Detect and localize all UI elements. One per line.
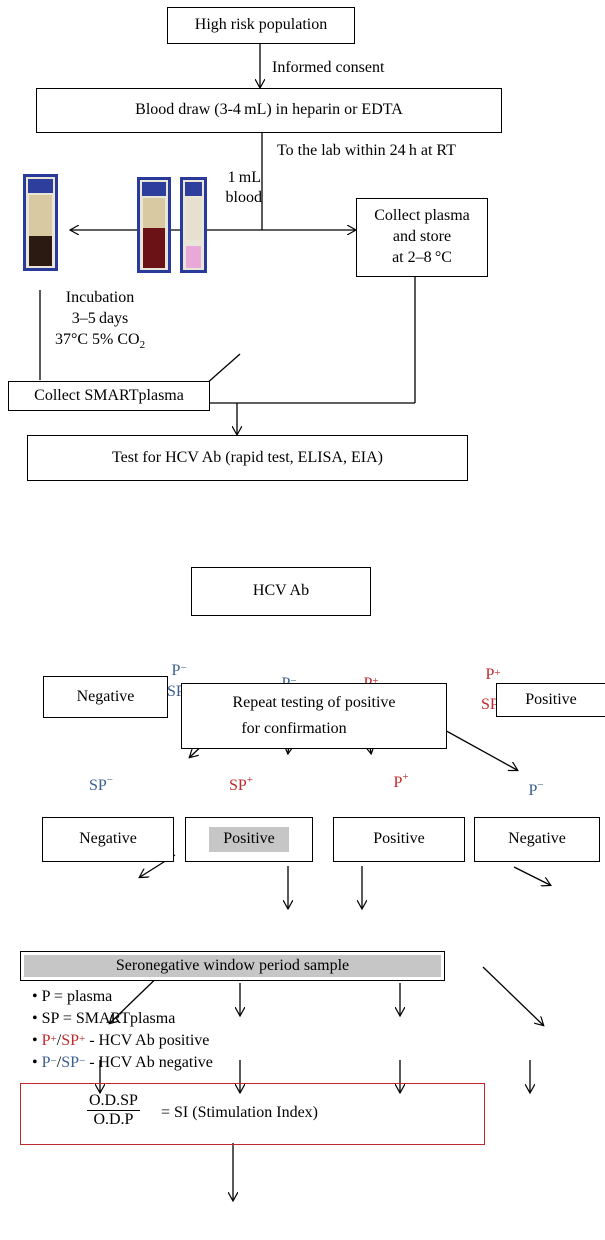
formula-box: O.D.SP O.D.P = SI (Stimulation Index) [20, 1083, 485, 1145]
high-risk-label: High risk population [194, 16, 328, 34]
formula-result: = SI (Stimulation Index) [161, 1104, 319, 1121]
negative-box-3: Negative [474, 817, 600, 862]
legend-list: • P = plasma • SP = SMARTplasma • P+/SP+… [32, 986, 213, 1074]
informed-consent-label: Informed consent [272, 59, 385, 76]
negative-box-1: Negative [43, 676, 168, 718]
blood-label: blood [225, 189, 262, 206]
incubated-tube-image [23, 174, 58, 271]
collect-plasma-line1: Collect plasma [374, 207, 470, 225]
formula-numerator: O.D.SP [87, 1092, 140, 1111]
hcv-ab-label: HCV Ab [252, 582, 310, 600]
repeat-line1: Repeat testing of positive [232, 694, 396, 711]
positive-box-2: Positive [185, 817, 313, 862]
plasma-tube-image [180, 177, 207, 273]
negative-box-2: Negative [42, 817, 174, 862]
confirm-p-minus: P− [528, 779, 544, 799]
collect-smartplasma-box: Collect SMARTplasma [8, 381, 210, 411]
confirm-sp-minus: SP− [88, 774, 113, 794]
to-lab-label: To the lab within 24 h at RT [277, 142, 456, 159]
blood-tube-image [137, 177, 171, 273]
legend-negative: • P−/SP− - HCV Ab negative [32, 1054, 213, 1071]
confirm-p-plus: P+ [393, 771, 409, 791]
formula-denominator: O.D.P [93, 1111, 134, 1128]
collect-smartplasma-label: Collect SMARTplasma [34, 386, 184, 404]
incubation-line1: Incubation [65, 289, 135, 306]
confirm-sp-plus: SP+ [228, 774, 253, 794]
collect-plasma-line2: and store [392, 228, 452, 246]
high-risk-box: High risk population [167, 7, 355, 44]
legend-sp: • SP = SMARTplasma [32, 1010, 176, 1027]
seronegative-box: Seronegative window period sample [20, 951, 445, 981]
test-hcv-box: Test for HCV Ab (rapid test, ELISA, EIA) [27, 435, 468, 481]
repeat-line2: for confirmation [241, 720, 347, 737]
positive-box-1: Positive [496, 683, 605, 717]
incubation-line3: 37°C 5% CO2 [54, 331, 146, 352]
incubation-label: Incubation 3–5 days 37°C 5% CO2 [40, 287, 160, 356]
formula-fraction: O.D.SP O.D.P [87, 1092, 140, 1129]
repeat-testing-box: Repeat testing of positive for confirmat… [181, 683, 447, 749]
hcv-ab-box: HCV Ab [191, 567, 371, 616]
collect-plasma-box: Collect plasma and store at 2–8 °C [356, 198, 488, 277]
legend-positive: • P+/SP+ - HCV Ab positive [32, 1032, 210, 1049]
collect-plasma-line3: at 2–8 °C [392, 248, 452, 266]
one-ml-label: 1 mL [227, 169, 261, 186]
blood-draw-label: Blood draw (3-4 mL) in heparin or EDTA [135, 101, 403, 119]
incubation-line2: 3–5 days [71, 310, 129, 327]
positive-box-3: Positive [333, 817, 465, 862]
blood-draw-box: Blood draw (3-4 mL) in heparin or EDTA [36, 88, 502, 133]
test-hcv-label: Test for HCV Ab (rapid test, ELISA, EIA) [112, 448, 383, 466]
legend-p: • P = plasma [32, 988, 113, 1005]
